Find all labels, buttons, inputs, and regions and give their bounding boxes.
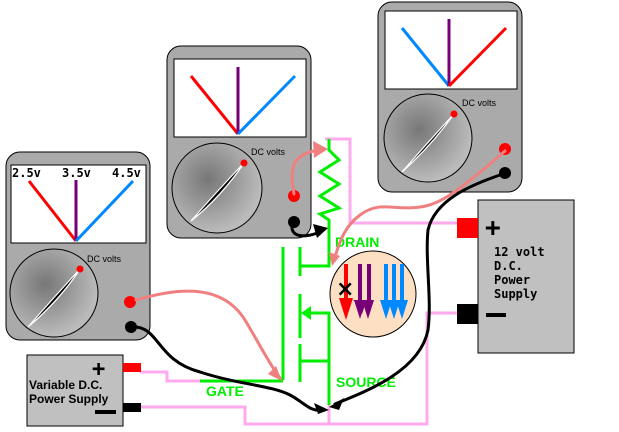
- needle-blue: [400, 27, 451, 87]
- needle-red: [189, 75, 240, 135]
- minus-sign: [486, 313, 506, 317]
- power-supply-12v: + 12 volt D.C. Power Supply: [457, 199, 575, 354]
- gate-meter-red-lead: [134, 289, 282, 380]
- ps-label-line: Power: [494, 273, 530, 287]
- gate-label: GATE: [206, 383, 244, 399]
- needle-red: [447, 26, 508, 88]
- gate-voltmeter: 2.5v 3.5v 4.5v DC volts: [5, 151, 151, 341]
- scale-label-high: 4.5v: [112, 166, 141, 180]
- plus-sign: +: [92, 357, 105, 382]
- plus-sign: +: [485, 213, 501, 243]
- variable-power-supply: + Variable D.C. Power Supply: [26, 354, 141, 427]
- probe-leads: [129, 141, 507, 414]
- red-probe-jack[interactable]: [124, 296, 136, 308]
- negative-terminal[interactable]: [123, 403, 141, 412]
- channel-current-legend: ×: [329, 250, 417, 338]
- range-dial[interactable]: [9, 248, 99, 338]
- gate-meter-black-lead: [129, 325, 324, 412]
- ps-label-line: Supply: [494, 287, 537, 301]
- needle-blue: [74, 179, 135, 243]
- current-arrows-blue: [380, 264, 408, 319]
- blocked-mark-icon: ×: [336, 277, 354, 302]
- supply-meter-black-lead: [333, 172, 505, 406]
- ps-label-line: 12 volt: [494, 245, 545, 259]
- needle-blue: [236, 74, 297, 136]
- ps-label-line: D.C.: [494, 259, 523, 273]
- red-probe-jack[interactable]: [288, 190, 300, 202]
- pink-circuit-wiring: [140, 137, 458, 426]
- scale-label-low: 2.5v: [12, 166, 41, 180]
- drain-voltmeter: DC volts: [166, 45, 312, 239]
- scale-label-mid: 3.5v: [62, 166, 91, 180]
- black-probe-jack[interactable]: [288, 216, 300, 228]
- supply-voltmeter: DC volts: [377, 1, 523, 193]
- dial-label: DC volts: [251, 147, 286, 157]
- positive-terminal[interactable]: [457, 218, 478, 238]
- drain-meter-red-lead: [290, 148, 320, 196]
- vps-label-line: Power Supply: [29, 392, 109, 406]
- minus-sign: [95, 410, 116, 414]
- needle-red: [27, 180, 78, 242]
- dial-label: DC volts: [87, 254, 122, 264]
- dial-label: DC volts: [462, 98, 497, 108]
- supply-meter-red-lead: [332, 149, 507, 262]
- range-dial[interactable]: [171, 142, 263, 234]
- drain-label: DRAIN: [335, 234, 379, 250]
- range-dial[interactable]: [383, 93, 473, 183]
- positive-terminal[interactable]: [123, 363, 141, 372]
- vps-label-line: Variable D.C.: [29, 378, 102, 392]
- mosfet-body-arrow: [301, 306, 311, 320]
- negative-terminal[interactable]: [457, 304, 478, 324]
- current-arrow-red: [339, 264, 353, 320]
- black-probe-jack[interactable]: [499, 167, 511, 179]
- load-resistor: [316, 139, 343, 265]
- source-label: SOURCE: [336, 374, 396, 390]
- current-arrows-purple: [353, 264, 374, 319]
